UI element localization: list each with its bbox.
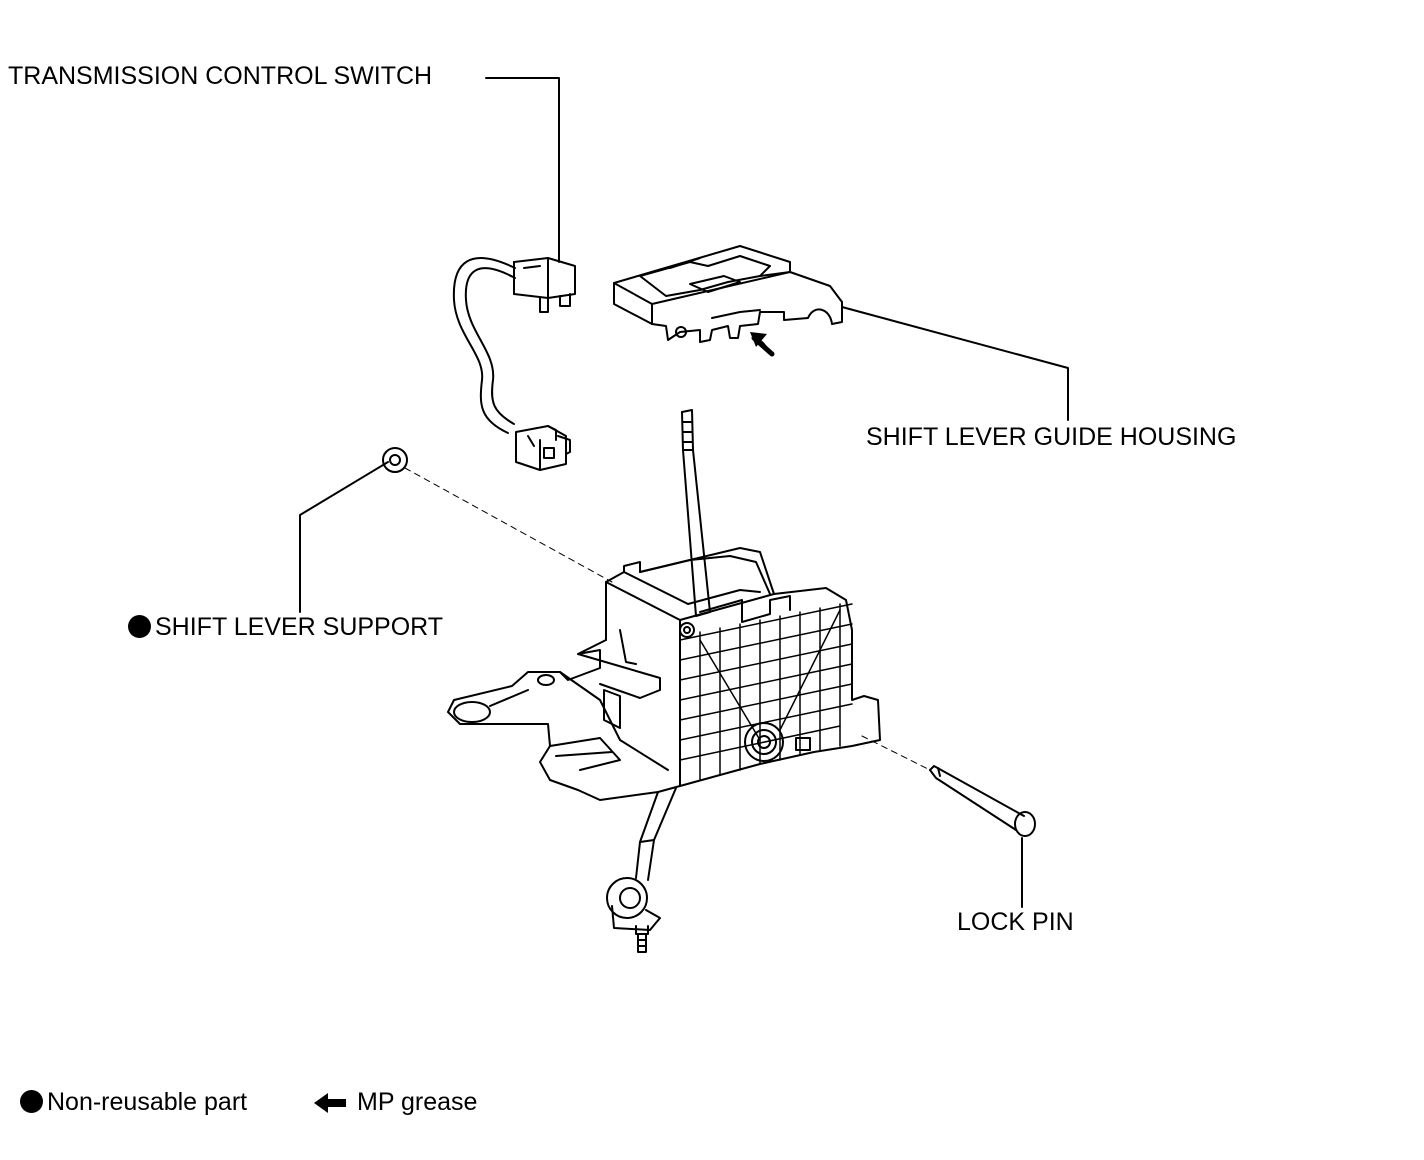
arrow-left-icon [314, 1093, 346, 1113]
leader-shift-lever-guide-housing [841, 306, 1069, 421]
legend-non-reusable: Non-reusable part [20, 1087, 247, 1117]
leader-lines [299, 77, 1069, 908]
legend-mp-grease: MP grease [357, 1088, 478, 1116]
shift-lever-guide-housing-label: SHIFT LEVER GUIDE HOUSING [866, 423, 1237, 451]
leader-transmission-control-switch [485, 77, 560, 263]
shift-lever-support-text: SHIFT LEVER SUPPORT [155, 613, 444, 641]
non-reusable-icon [128, 615, 151, 638]
shift-lever-guide-housing-part [613, 245, 843, 357]
transmission-control-switch-part [452, 257, 576, 471]
shift-lever-support-part [382, 447, 408, 473]
lock-pin-part [929, 765, 1036, 837]
transmission-control-switch-label: TRANSMISSION CONTROL SWITCH [8, 62, 433, 90]
lock-pin-label: LOCK PIN [957, 908, 1074, 936]
legend-non-reusable-text: Non-reusable part [47, 1088, 248, 1116]
shift-lever-support-label: SHIFT LEVER SUPPORT [128, 612, 443, 642]
shift-lever-assembly-part [447, 409, 881, 953]
filled-circle-icon [20, 1090, 43, 1113]
leader-shift-lever-support [299, 461, 389, 613]
